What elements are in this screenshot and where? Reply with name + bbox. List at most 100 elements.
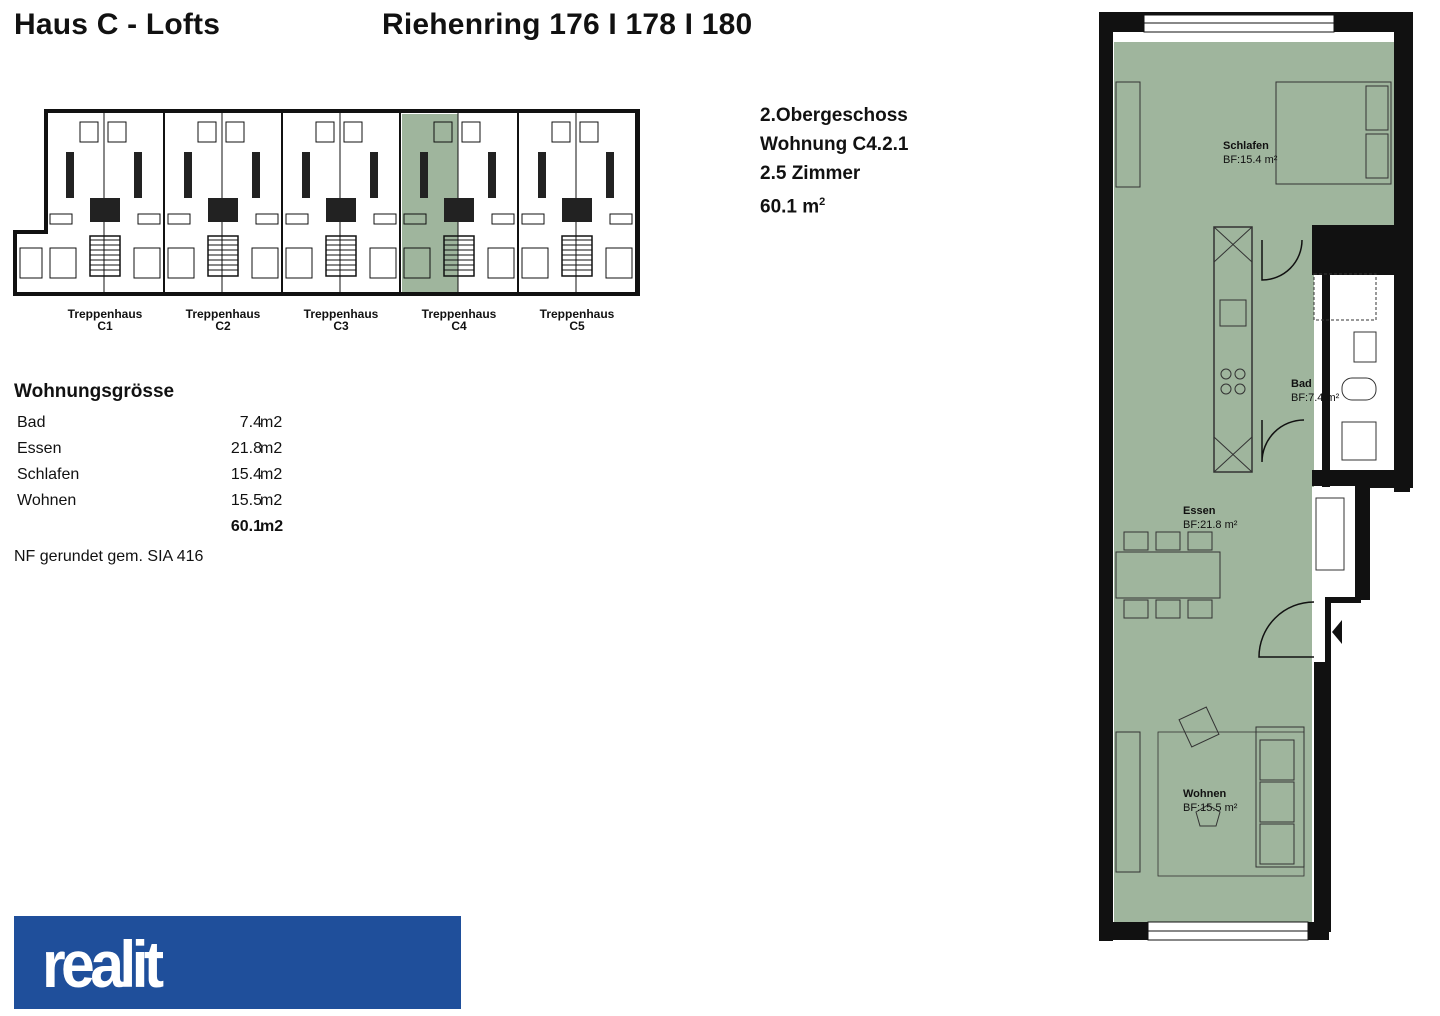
washing-machine (1341, 421, 1377, 461)
core-block (208, 198, 238, 222)
furniture-mark (487, 247, 515, 279)
kitchen-counter (1213, 226, 1253, 473)
wardrobe-block (420, 152, 428, 198)
stair (207, 235, 239, 277)
floor-fill (1114, 42, 1394, 932)
sink (1219, 299, 1247, 327)
core-block (444, 198, 474, 222)
page-title: Haus C - Lofts (14, 8, 221, 41)
window-box (225, 121, 245, 143)
shaft-wall (1356, 482, 1370, 600)
toilet (1341, 377, 1377, 401)
area-label: 60.1 m2 (760, 196, 826, 218)
bed (1275, 81, 1392, 185)
table-mark (609, 213, 633, 225)
wardrobe-block (538, 152, 546, 198)
sizes-title: Wohnungsgrösse (14, 381, 175, 402)
wardrobe-block (606, 152, 614, 198)
wardrobe-block (66, 152, 74, 198)
window-box (343, 121, 363, 143)
stair (325, 235, 357, 277)
entrance-door (1258, 601, 1315, 658)
wardrobe (1115, 81, 1141, 188)
window-box (461, 121, 481, 143)
table-mark (403, 213, 427, 225)
table-mark (521, 213, 545, 225)
realit-logo: realit (14, 916, 461, 1009)
bath-door (1261, 419, 1305, 463)
table-mark (137, 213, 161, 225)
wardrobe-block (370, 152, 378, 198)
rooms-label: 2.5 Zimmer (760, 163, 861, 184)
core-block (562, 198, 592, 222)
east-lower-wall (1314, 662, 1330, 932)
dining-table (1115, 551, 1221, 599)
stair (443, 235, 475, 277)
furniture-mark (285, 247, 313, 279)
furniture-mark (49, 247, 77, 279)
stair (89, 235, 121, 277)
table-mark (491, 213, 515, 225)
furniture-mark (19, 247, 43, 279)
apartment-floor-plan (1099, 12, 1413, 941)
table-mark (49, 213, 73, 225)
west-wall (1099, 15, 1113, 941)
floor-label: 2.Obergeschoss (760, 105, 908, 126)
armchair (1178, 706, 1220, 748)
window-box (579, 121, 599, 143)
table-mark (373, 213, 397, 225)
furniture-mark (251, 247, 279, 279)
furniture-mark (605, 247, 633, 279)
shower (1313, 273, 1377, 321)
wardrobe-block (134, 152, 142, 198)
cupboard (1315, 497, 1345, 571)
window-box (79, 121, 99, 143)
window-box (107, 121, 127, 143)
table-mark (167, 213, 191, 225)
wardrobe-block (252, 152, 260, 198)
window-box (197, 121, 217, 143)
furniture-mark (133, 247, 161, 279)
entrance-marker-icon (1332, 620, 1342, 644)
core-block (326, 198, 356, 222)
address-title: Riehenring 176 I 178 I 180 (382, 8, 753, 41)
unit-label: Wohnung C4.2.1 (760, 134, 909, 155)
wardrobe-block (302, 152, 310, 198)
furniture-mark (167, 247, 195, 279)
bath-west-wall (1322, 225, 1330, 487)
wardrobe-block (184, 152, 192, 198)
washbasin (1353, 331, 1377, 363)
table-mark (285, 213, 309, 225)
furniture-mark (403, 247, 431, 279)
core-block (90, 198, 120, 222)
sideboard (1115, 731, 1141, 873)
bath-south-wall (1312, 470, 1410, 486)
coffee-table (1195, 804, 1221, 827)
furniture-mark (369, 247, 397, 279)
building-outline (13, 109, 640, 296)
table-mark (255, 213, 279, 225)
area-note: NF gerundet gem. SIA 416 (14, 548, 204, 565)
window-box (433, 121, 453, 143)
window-box (551, 121, 571, 143)
window-box (315, 121, 335, 143)
building-overview-plan (13, 109, 640, 296)
rug (1157, 731, 1305, 877)
stove-icon (1220, 368, 1232, 380)
wardrobe-block (488, 152, 496, 198)
apartment-info: 2.Obergeschoss Wohnung C4.2.1 2.5 Zimmer… (760, 101, 908, 221)
